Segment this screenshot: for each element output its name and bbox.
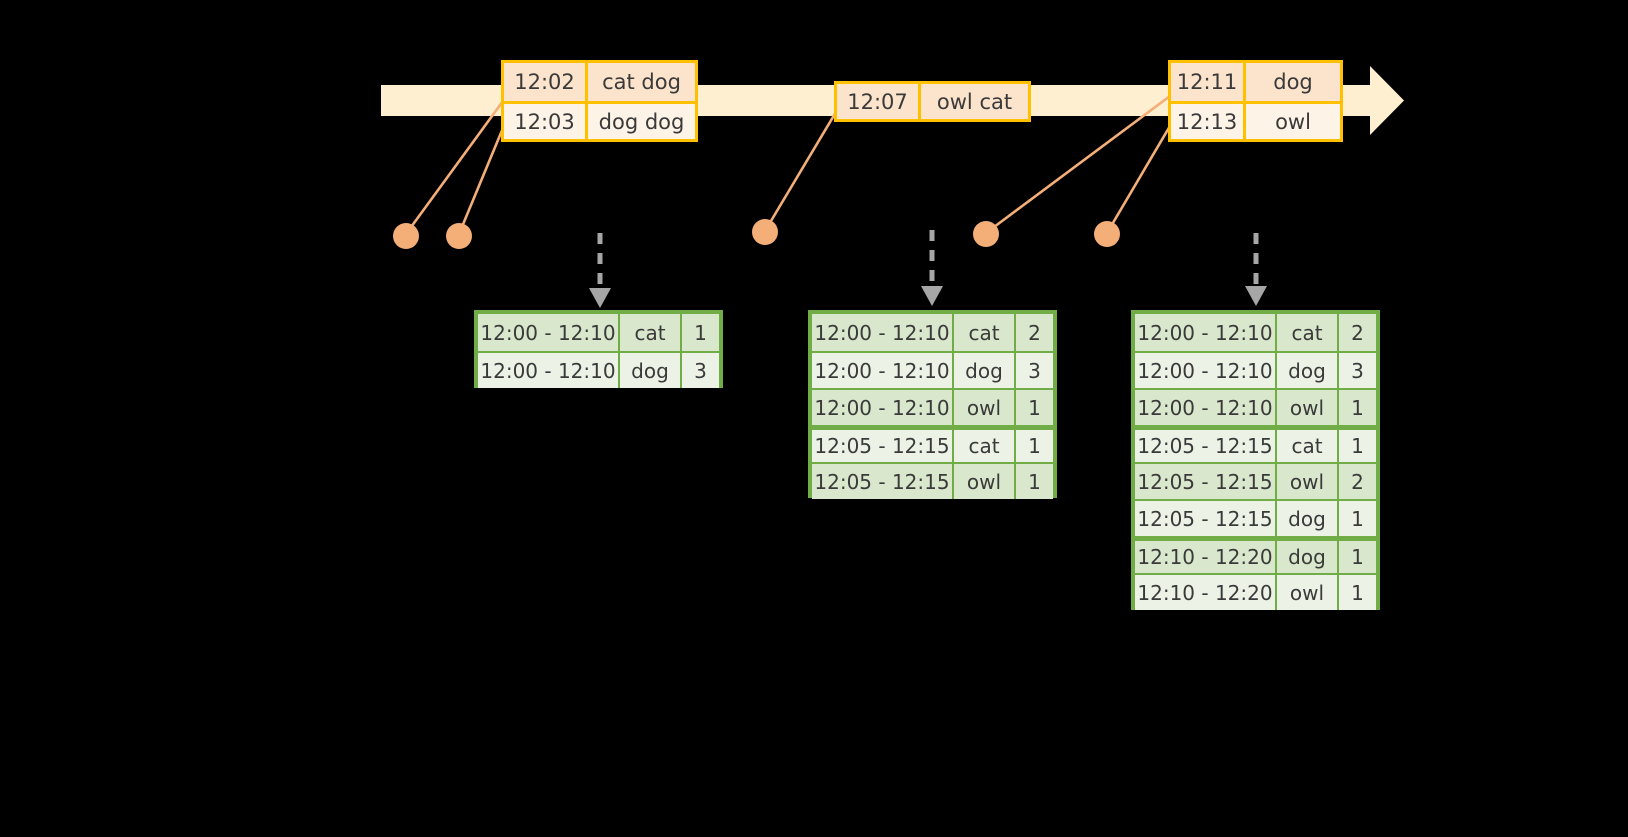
window-cell: 12:05 - 12:15 xyxy=(1135,464,1277,499)
window-cell: 12:05 - 12:15 xyxy=(1135,430,1277,462)
table-row[interactable]: 12:00 - 12:10 dog 3 xyxy=(812,351,1053,388)
count-cell: 2 xyxy=(1351,469,1364,494)
table-row[interactable]: 12:00 - 12:10 cat 2 xyxy=(1135,314,1376,351)
table-row[interactable]: 12:00 - 12:10 dog 3 xyxy=(1135,351,1376,388)
dot-5 xyxy=(1094,221,1120,247)
table-row[interactable]: 12:10 - 12:20 dog 1 xyxy=(1135,536,1376,573)
word-cell: dog xyxy=(1277,353,1339,388)
count-cell: 1 xyxy=(1028,469,1041,494)
connector-dots xyxy=(393,219,1120,249)
table-row[interactable]: 12:00 - 12:10 cat 1 xyxy=(478,314,719,351)
count-cell: 1 xyxy=(1028,395,1041,420)
count-cell: 1 xyxy=(1028,434,1041,458)
event-words: owl cat xyxy=(936,89,1013,114)
window-cell: 12:10 - 12:20 xyxy=(1135,541,1277,573)
table-row[interactable]: 12:00 - 12:10 owl 1 xyxy=(812,388,1053,425)
count-cell: 1 xyxy=(1351,545,1364,569)
table-row[interactable]: 12:00 - 12:10 cat 2 xyxy=(812,314,1053,351)
table-row[interactable]: 12:05 - 12:15 cat 1 xyxy=(1135,425,1376,462)
event-row[interactable]: 12:02 cat dog xyxy=(504,63,695,101)
count-cell: 3 xyxy=(1351,358,1364,383)
event-words: dog xyxy=(1273,70,1313,94)
event-words: owl xyxy=(1275,109,1311,134)
table-row[interactable]: 12:00 - 12:10 dog 3 xyxy=(478,351,719,388)
window-cell: 12:05 - 12:15 xyxy=(812,430,954,462)
down-arrow-3 xyxy=(1245,233,1267,306)
word-cell: dog xyxy=(620,353,682,388)
event-group-1[interactable]: 12:02 cat dog 12:03 dog dog xyxy=(501,60,698,142)
word-cell: cat xyxy=(620,314,682,351)
event-row[interactable]: 12:13 owl xyxy=(1171,101,1340,139)
count-cell: 1 xyxy=(1351,434,1364,458)
window-cell: 12:00 - 12:10 xyxy=(1135,390,1277,425)
event-time: 12:13 xyxy=(1171,104,1246,139)
event-row[interactable]: 12:11 dog xyxy=(1171,63,1340,101)
dot-2 xyxy=(446,223,472,249)
window-cell: 12:00 - 12:10 xyxy=(812,390,954,425)
count-cell: 1 xyxy=(1351,395,1364,420)
down-arrows xyxy=(589,230,1267,308)
window-cell: 12:05 - 12:15 xyxy=(812,464,954,499)
word-cell: owl xyxy=(954,390,1016,425)
word-cell: dog xyxy=(1277,541,1339,573)
event-time: 12:03 xyxy=(504,104,588,139)
window-cell: 12:10 - 12:20 xyxy=(1135,575,1277,610)
event-group-2[interactable]: 12:07 owl cat xyxy=(834,81,1031,122)
word-cell: dog xyxy=(1277,501,1339,536)
word-cell: cat xyxy=(1277,314,1339,351)
count-cell: 1 xyxy=(694,320,707,345)
word-cell: owl xyxy=(1277,390,1339,425)
event-words: dog dog xyxy=(598,109,685,134)
window-cell: 12:00 - 12:10 xyxy=(478,314,620,351)
event-words: cat dog xyxy=(602,70,681,94)
count-cell: 3 xyxy=(1028,358,1041,383)
word-cell: cat xyxy=(954,314,1016,351)
event-time: 12:02 xyxy=(504,63,588,101)
window-cell: 12:00 - 12:10 xyxy=(1135,314,1277,351)
word-cell: owl xyxy=(1277,464,1339,499)
word-cell: owl xyxy=(954,464,1016,499)
dot-1 xyxy=(393,223,419,249)
table-row[interactable]: 12:05 - 12:15 dog 1 xyxy=(1135,499,1376,536)
down-arrow-2 xyxy=(921,230,943,306)
event-row[interactable]: 12:07 owl cat xyxy=(837,84,1028,119)
word-cell: cat xyxy=(954,430,1016,462)
count-cell: 2 xyxy=(1351,320,1364,345)
window-cell: 12:00 - 12:10 xyxy=(478,353,620,388)
dot-3 xyxy=(752,219,778,245)
count-cell: 1 xyxy=(1351,580,1364,605)
dot-4 xyxy=(973,221,999,247)
word-cell: owl xyxy=(1277,575,1339,610)
table-row[interactable]: 12:05 - 12:15 cat 1 xyxy=(812,425,1053,462)
table-row[interactable]: 12:10 - 12:20 owl 1 xyxy=(1135,573,1376,610)
event-time: 12:11 xyxy=(1171,63,1246,101)
count-cell: 3 xyxy=(694,358,707,383)
count-cell: 1 xyxy=(1351,506,1364,531)
word-cell: cat xyxy=(1277,430,1339,462)
count-cell: 2 xyxy=(1028,320,1041,345)
down-arrow-1 xyxy=(589,233,611,308)
table-row[interactable]: 12:05 - 12:15 owl 1 xyxy=(812,462,1053,499)
event-group-3[interactable]: 12:11 dog 12:13 owl xyxy=(1168,60,1343,142)
result-table-2[interactable]: 12:00 - 12:10 cat 2 12:00 - 12:10 dog 3 … xyxy=(808,310,1057,499)
window-cell: 12:00 - 12:10 xyxy=(1135,353,1277,388)
table-row[interactable]: 12:00 - 12:10 owl 1 xyxy=(1135,388,1376,425)
event-time: 12:07 xyxy=(837,84,921,119)
window-cell: 12:05 - 12:15 xyxy=(1135,501,1277,536)
table-row[interactable]: 12:05 - 12:15 owl 2 xyxy=(1135,462,1376,499)
word-cell: dog xyxy=(954,353,1016,388)
event-row[interactable]: 12:03 dog dog xyxy=(504,101,695,139)
result-table-3[interactable]: 12:00 - 12:10 cat 2 12:00 - 12:10 dog 3 … xyxy=(1131,310,1380,610)
result-table-1[interactable]: 12:00 - 12:10 cat 1 12:00 - 12:10 dog 3 xyxy=(474,310,723,388)
window-cell: 12:00 - 12:10 xyxy=(812,353,954,388)
window-cell: 12:00 - 12:10 xyxy=(812,314,954,351)
